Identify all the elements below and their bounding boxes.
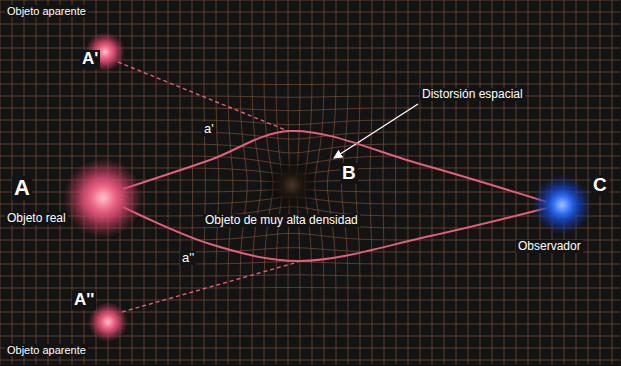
object-caption: Objeto de muy alta densidad bbox=[203, 214, 360, 227]
grid-line bbox=[0, 108, 620, 111]
grid-line bbox=[0, 144, 620, 153]
ray-label: a' bbox=[202, 122, 216, 136]
light-ray bbox=[123, 131, 547, 202]
grid-line bbox=[588, 0, 589, 364]
grid-line bbox=[0, 275, 620, 276]
object-caption: Observador bbox=[516, 240, 583, 253]
grid-line bbox=[492, 0, 493, 364]
glow-disc bbox=[532, 175, 592, 235]
grid-line bbox=[252, 0, 261, 364]
grid-line bbox=[168, 0, 169, 364]
grid-line bbox=[528, 0, 529, 364]
grid-line bbox=[0, 262, 620, 264]
grid-line bbox=[48, 0, 49, 364]
grid-line bbox=[0, 72, 620, 73]
grid-line bbox=[180, 0, 181, 364]
glow-disc bbox=[63, 158, 143, 238]
glow-disc bbox=[264, 157, 320, 213]
grid-line bbox=[0, 287, 620, 288]
grid-line bbox=[407, 0, 408, 364]
grid-line bbox=[0, 0, 620, 1]
object-caption: Objeto real bbox=[5, 212, 68, 225]
point-letter: A' bbox=[80, 50, 100, 69]
glow-disc bbox=[264, 157, 320, 213]
grid-line bbox=[60, 0, 61, 364]
dense-object: BObjeto de muy alta densidad bbox=[278, 171, 306, 199]
grid-line bbox=[455, 0, 456, 364]
apparent-ray bbox=[122, 262, 298, 312]
apparent-object: Objeto aparenteA' bbox=[95, 42, 115, 62]
grid-line bbox=[431, 0, 432, 364]
grid-line bbox=[468, 0, 469, 364]
grid-line bbox=[0, 24, 620, 25]
object-caption: Objeto aparente bbox=[5, 344, 88, 356]
grid-line bbox=[0, 96, 620, 97]
grid-line bbox=[504, 0, 505, 364]
object-caption: Objeto aparente bbox=[5, 5, 88, 17]
grid-line bbox=[540, 0, 541, 364]
apparent-object: A''Objeto aparente bbox=[98, 312, 118, 332]
point-letter: A'' bbox=[72, 291, 96, 310]
grid-line bbox=[204, 0, 205, 364]
grid-line bbox=[370, 0, 372, 364]
point-letter: B bbox=[340, 163, 358, 184]
grid-line bbox=[240, 0, 247, 364]
observer: CObservador bbox=[547, 190, 577, 220]
grid-line bbox=[0, 347, 620, 348]
grid-line bbox=[192, 0, 194, 364]
grid-line bbox=[443, 0, 444, 364]
grid-line bbox=[0, 0, 1, 364]
glow-disc bbox=[63, 158, 143, 238]
apparent-ray bbox=[118, 62, 288, 131]
grid-line bbox=[0, 84, 620, 86]
grid-line bbox=[0, 120, 620, 125]
grid-line bbox=[516, 0, 517, 364]
grid-line bbox=[156, 0, 157, 364]
glow-disc bbox=[532, 175, 592, 235]
point-letter: C bbox=[591, 175, 609, 196]
real-object: AObjeto real bbox=[83, 178, 123, 218]
grid-line bbox=[383, 0, 384, 364]
grid-line bbox=[0, 12, 620, 13]
grid-line bbox=[216, 0, 219, 364]
grid-line bbox=[327, 0, 336, 364]
grid-line bbox=[0, 360, 620, 361]
grid-line bbox=[228, 0, 233, 364]
grid-line bbox=[36, 0, 37, 364]
point-letter: A bbox=[12, 176, 32, 200]
callout-label: Distorsión espacial bbox=[420, 88, 525, 101]
grid-line bbox=[0, 335, 620, 336]
grid-line bbox=[612, 0, 613, 364]
ray-label: a'' bbox=[180, 251, 196, 265]
grid-line bbox=[419, 0, 420, 364]
grid-line bbox=[395, 0, 396, 364]
